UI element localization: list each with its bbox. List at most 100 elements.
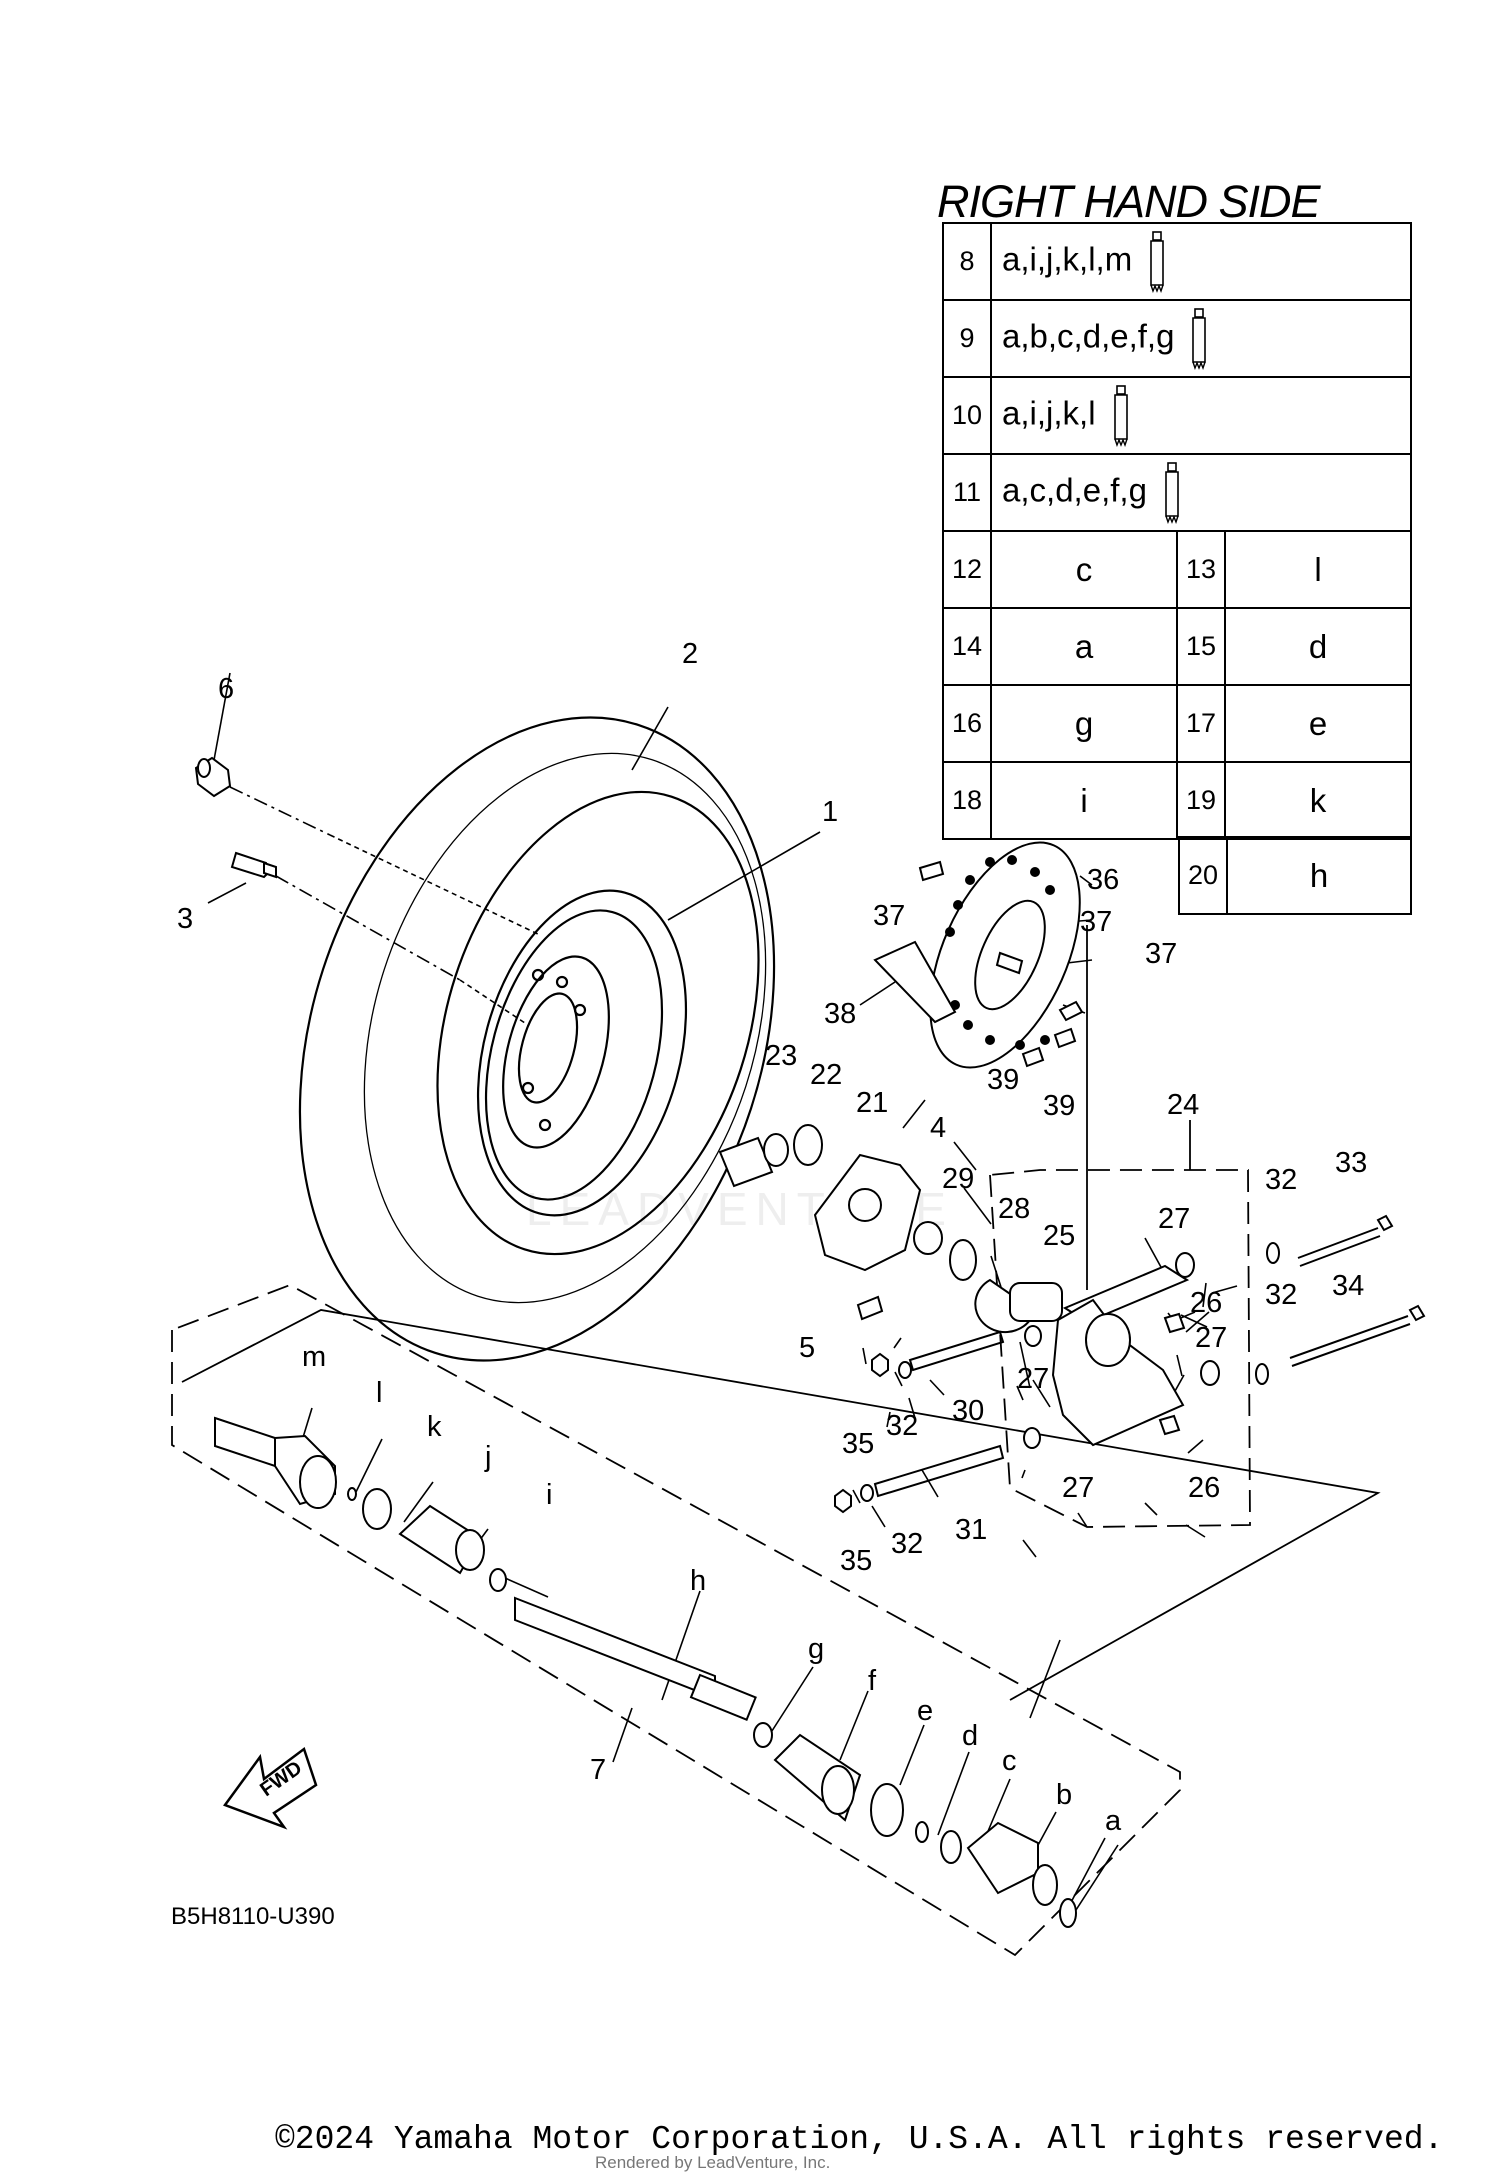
callout-35a: 35 [842, 1428, 874, 1460]
callout-26b: 26 [1188, 1472, 1220, 1504]
fwd-arrow-icon: FWD [223, 1746, 318, 1830]
bolts [856, 860, 1084, 1321]
callout-23: 23 [765, 1040, 797, 1072]
callout-35b: 35 [840, 1545, 872, 1577]
callout-37b: 37 [1080, 906, 1112, 938]
sealant-tube-icon [1165, 461, 1179, 524]
parts-cell: a,c,d,e,f,g [990, 453, 1412, 532]
callout-29: 29 [942, 1163, 974, 1195]
parts-table-last-row: 20 h [1178, 836, 1412, 915]
callout-32a: 32 [1265, 1164, 1297, 1196]
callout-4: 4 [930, 1112, 946, 1144]
wheel-rim [476, 889, 688, 1217]
table-row: 11 a,c,d,e,f,g [942, 453, 1412, 532]
row-number: 16 [942, 684, 992, 763]
callout-32b: 32 [1265, 1279, 1297, 1311]
callout-l: l [376, 1377, 382, 1409]
parts-cell: a,b,c,d,e,f,g [990, 299, 1412, 378]
diagram-reference: B5H8110-U390 [171, 1903, 335, 1930]
pins-and-bolts [834, 1214, 1426, 1514]
callout-k: k [427, 1411, 442, 1443]
table-row: 14 a 15 d [942, 607, 1412, 686]
callout-2: 2 [682, 638, 698, 670]
parts-cell: i [990, 761, 1178, 840]
table-row: 9 a,b,c,d,e,f,g [942, 299, 1412, 378]
callout-27a: 27 [1158, 1203, 1190, 1235]
sealant-tube-icon [1150, 230, 1164, 293]
parts-cell: g [990, 684, 1178, 763]
callout-7: 7 [590, 1754, 606, 1786]
wheel-stud [230, 851, 277, 879]
parts-cell: a,i,j,k,l,m [990, 222, 1412, 301]
callout-e: e [917, 1695, 933, 1727]
row-number: 15 [1176, 607, 1226, 686]
callout-38: 38 [824, 998, 856, 1030]
sealant-tube-icon [1192, 307, 1207, 370]
rendered-by: Rendered by LeadVenture, Inc. [595, 2153, 831, 2172]
parts-cell: h [1226, 836, 1412, 915]
table-row: 8 a,i,j,k,l,m [942, 222, 1412, 301]
callout-1: 1 [822, 796, 838, 828]
callout-31: 31 [955, 1514, 987, 1546]
callout-33: 33 [1335, 1147, 1367, 1179]
parts-cell: a [990, 607, 1178, 686]
callout-i: i [546, 1479, 552, 1511]
callout-6: 6 [218, 673, 234, 705]
row-number: 8 [942, 222, 992, 301]
parts-cell: c [990, 530, 1178, 609]
drive-shaft [214, 1416, 1077, 1928]
parts-cell: k [1224, 761, 1412, 840]
parts-cell: a,i,j,k,l [990, 376, 1412, 455]
callout-36: 36 [1087, 864, 1119, 896]
row-number: 12 [942, 530, 992, 609]
table-title: RIGHT HAND SIDE [937, 176, 1321, 227]
tire [298, 716, 776, 1362]
callout-25: 25 [1043, 1220, 1075, 1252]
callout-a: a [1105, 1805, 1122, 1837]
callout-37c: 37 [1145, 938, 1177, 970]
row-number: 18 [942, 761, 992, 840]
callout-h: h [690, 1565, 706, 1597]
row-number: 17 [1176, 684, 1226, 763]
parts-cell: l [1224, 530, 1412, 609]
row-number: 11 [942, 453, 992, 532]
arm-assy-box [989, 1169, 1251, 1528]
brake-disc [873, 841, 1081, 1069]
callout-27c: 27 [1017, 1363, 1049, 1395]
table-row: 10 a,i,j,k,l [942, 376, 1412, 455]
callout-b: b [1056, 1779, 1072, 1811]
callout-39b: 39 [1043, 1090, 1075, 1122]
callout-5: 5 [799, 1332, 815, 1364]
parts-cell: d [1224, 607, 1412, 686]
callout-d: d [962, 1720, 978, 1752]
row-number: 9 [942, 299, 992, 378]
callout-21: 21 [856, 1087, 888, 1119]
callout-39a: 39 [987, 1064, 1019, 1096]
callout-f: f [868, 1665, 877, 1697]
row-number: 10 [942, 376, 992, 455]
callout-g: g [808, 1633, 824, 1665]
knuckle-arm [1023, 1252, 1220, 1449]
callout-22: 22 [810, 1059, 842, 1091]
valve-cap [194, 756, 232, 798]
callout-24: 24 [1167, 1089, 1199, 1121]
callout-c: c [1002, 1745, 1017, 1777]
table-row: 16 g 17 e [942, 684, 1412, 763]
hub-components [718, 1124, 1063, 1333]
sealant-tube-icon [1113, 384, 1128, 447]
callout-28: 28 [998, 1193, 1030, 1225]
row-number: 13 [1176, 530, 1226, 609]
row-number: 20 [1178, 836, 1228, 915]
callout-37a: 37 [873, 900, 905, 932]
callout-34: 34 [1332, 1270, 1364, 1302]
copyright: ©2024 Yamaha Motor Corporation, U.S.A. A… [275, 2121, 1444, 2158]
row-number: 14 [942, 607, 992, 686]
callout-32c: 32 [886, 1410, 918, 1442]
table-row: 18 i 19 k [942, 761, 1412, 840]
callout-m: m [302, 1341, 326, 1373]
callout-3: 3 [177, 903, 193, 935]
callout-numbers: 1 2 3 4 5 6 7 21 22 23 24 25 26 26 27 27… [177, 638, 1367, 1837]
table-row: 12 c 13 l [942, 530, 1412, 609]
callout-j: j [484, 1441, 491, 1473]
